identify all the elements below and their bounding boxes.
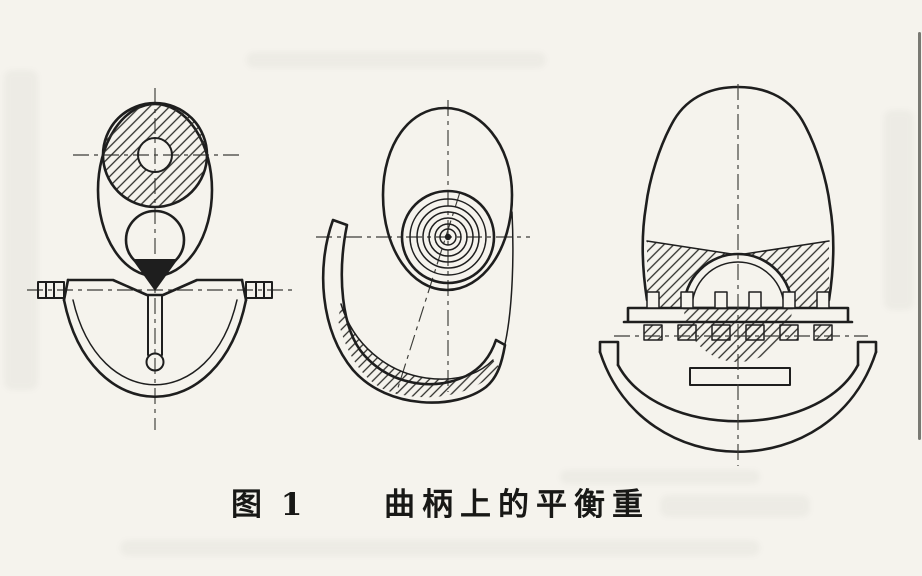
hatch-boundary-line xyxy=(340,303,494,380)
bleed-through-smudge xyxy=(4,70,38,390)
crank-end-view-drawing xyxy=(598,84,878,466)
center-lines xyxy=(316,100,530,395)
bearing-bore-semicircle xyxy=(682,252,794,310)
counterweight-body xyxy=(62,278,248,399)
crankpin-hub-circle xyxy=(101,101,209,209)
bleed-through-smudge xyxy=(660,495,810,517)
shaft-boss-rings xyxy=(400,189,496,285)
crank-side-section-view-drawing xyxy=(316,100,530,404)
center-lines xyxy=(614,84,868,466)
bleed-through-smudge xyxy=(884,110,914,310)
figure-caption: 图 1 曲柄上的平衡重 xyxy=(0,486,922,530)
figure-title: 曲柄上的平衡重 xyxy=(384,487,650,523)
t-slot-keyhole xyxy=(145,294,165,372)
bleed-through-smudge xyxy=(246,52,546,68)
crank-front-view-drawing xyxy=(27,88,293,430)
wedge-key-triangle xyxy=(132,259,178,291)
crank-web-outline xyxy=(381,106,514,292)
hub-section-hatching xyxy=(103,103,207,207)
page-edge-shadow xyxy=(918,32,921,440)
hub-bore-circle xyxy=(137,137,173,173)
counterweight-section-hatching xyxy=(338,304,500,398)
bleed-through-smudge xyxy=(560,470,760,484)
counterweight-outline xyxy=(321,218,507,404)
clamp-bolts xyxy=(37,281,273,299)
flange-studs xyxy=(646,291,830,309)
bleed-through-smudge xyxy=(120,540,760,556)
counterweight-slot xyxy=(689,367,791,386)
bearing-shell-arc xyxy=(691,261,785,309)
web-right-edge-line xyxy=(504,211,514,345)
figure-number: 图 1 xyxy=(231,487,307,523)
